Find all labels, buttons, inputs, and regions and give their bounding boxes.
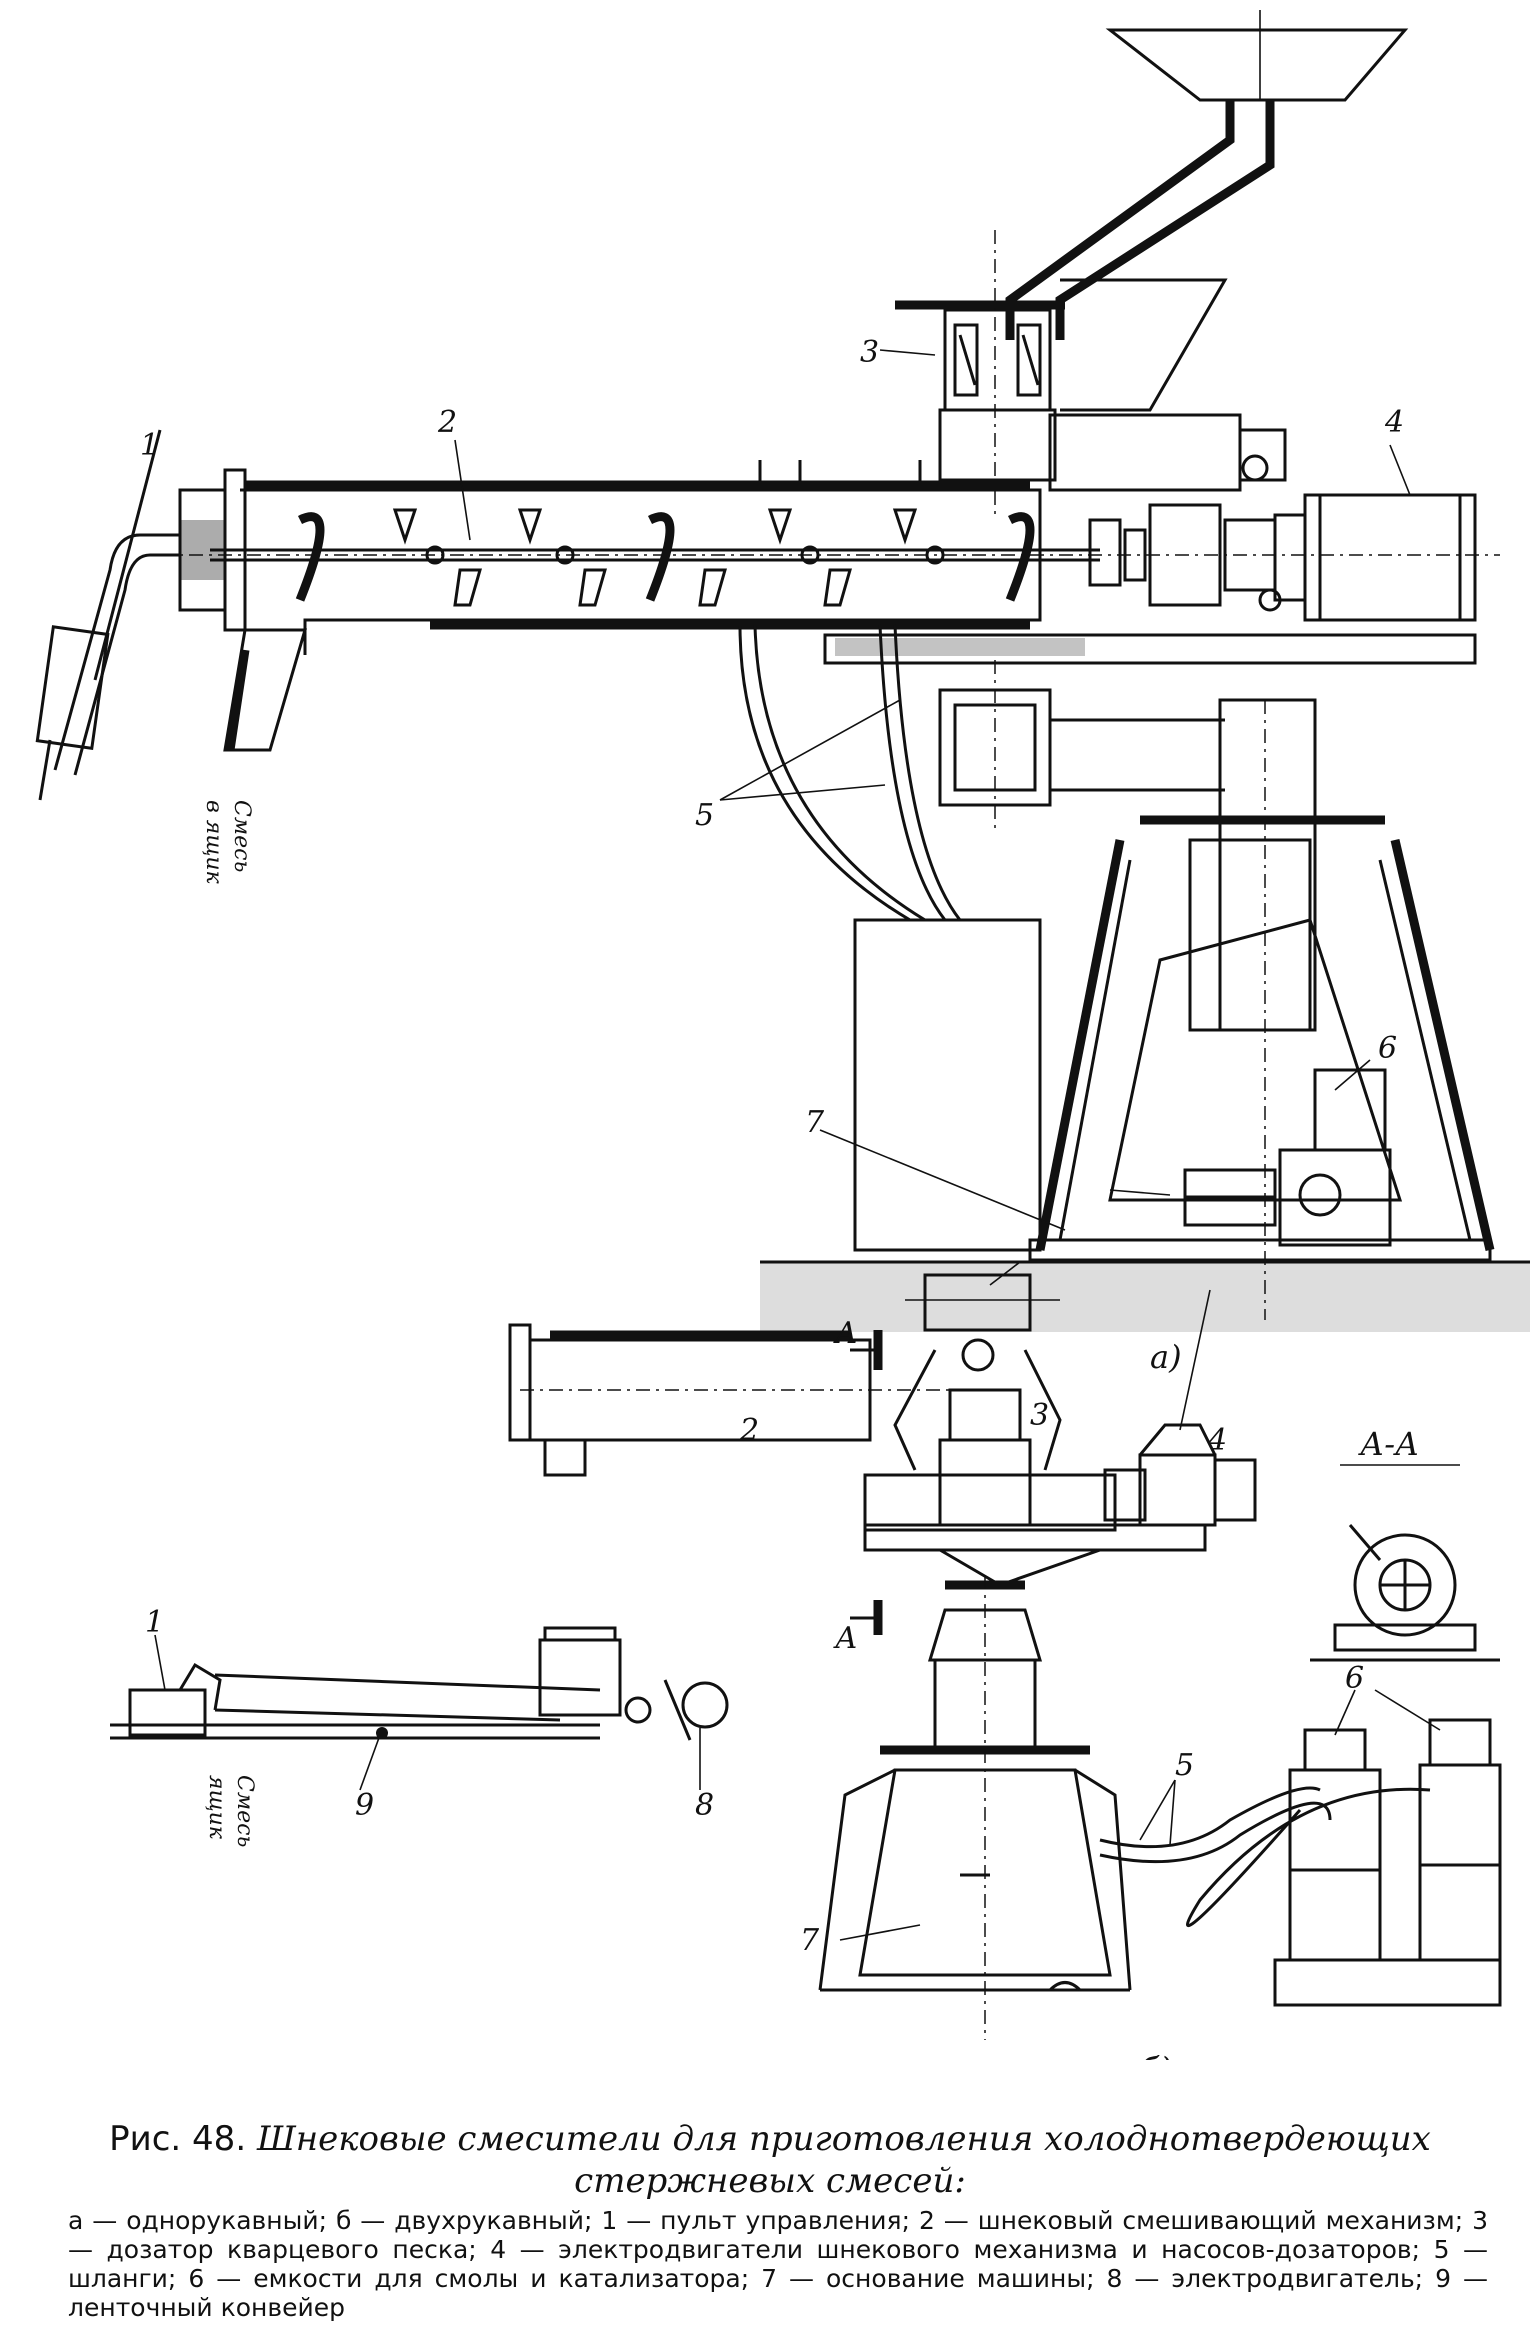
label-8-b: 8	[695, 1788, 714, 1823]
caption-prefix: Рис. 48.	[109, 2119, 247, 2159]
label-6-a: 6	[1378, 1031, 1397, 1066]
section-mark-top: А	[833, 1316, 858, 1351]
label-5-b: 5	[1175, 1748, 1194, 1783]
label-3-a: 3	[860, 335, 879, 370]
label-4-a: 4	[1384, 405, 1404, 440]
caption-title-line: Рис. 48. Шнековые смесители для приготов…	[40, 2118, 1500, 2202]
mix-direction-b-line1: Смесь	[232, 1775, 257, 1847]
label-3-b: 3	[1030, 1398, 1049, 1433]
figure-caption: Рис. 48. Шнековые смесители для приготов…	[40, 2118, 1500, 2202]
section-mark-bottom: А	[833, 1621, 858, 1656]
caption-title: Шнековые смесители для приготовления хол…	[256, 2119, 1431, 2201]
label-6-b: 6	[1345, 1661, 1364, 1696]
mixer-drawing: 1 2 3 4 5 6 7 а) 1 2 3 4 5 6 7 8 9 б) А …	[35, 10, 1530, 2060]
label-1-b: 1	[145, 1605, 164, 1640]
view-a-label: а)	[1150, 1338, 1182, 1376]
label-2-b: 2	[739, 1413, 759, 1448]
view-b-label: б)	[1140, 2050, 1172, 2060]
label-1-a: 1	[140, 428, 159, 463]
label-9-b: 9	[355, 1788, 374, 1823]
label-5-a: 5	[695, 798, 714, 833]
mix-direction-b-line2: ящик	[204, 1775, 229, 1840]
figure-labels: 1 2 3 4 5 6 7 а) 1 2 3 4 5 6 7 8 9 б) А …	[140, 335, 1419, 2060]
mix-direction-a-line1: Смесь	[229, 800, 254, 872]
label-7-a: 7	[805, 1105, 825, 1140]
mix-direction-a-line2: в ящик	[201, 800, 226, 885]
label-2-a: 2	[437, 405, 457, 440]
label-4-b: 4	[1207, 1423, 1227, 1458]
section-title: А-А	[1358, 1425, 1419, 1463]
view-a-drawing	[35, 10, 1530, 1332]
view-b-drawing	[110, 1261, 1502, 2040]
label-7-b: 7	[800, 1923, 820, 1958]
caption-legend: а — однорукавный; б — двухрукавный; 1 — …	[68, 2206, 1488, 2322]
